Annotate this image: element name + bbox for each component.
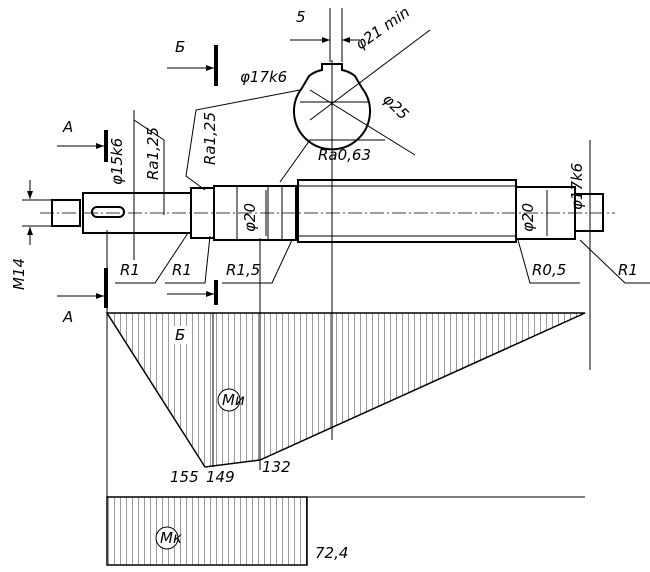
roughness-1: Ra1,25 (144, 127, 162, 180)
cut-b-bottom-label: Б (172, 326, 187, 344)
radius-2: R1 (172, 261, 192, 279)
min-dia-label: φ21 min (352, 3, 413, 53)
radius-1: R1 (120, 261, 140, 279)
torque-diagram: Mк 72,4 (106, 496, 348, 566)
collar-dia-label: φ20 (241, 203, 259, 232)
cut-b-top: Б (175, 38, 185, 56)
cut-b-bottom: Б (175, 326, 185, 344)
cut-a-top: A (62, 118, 73, 136)
shaft: M14 φ15k6 Ra1,25 Ra1,25 φ17k6 Ra0,63 φ20… (10, 68, 650, 370)
moment-155: 155 (170, 468, 199, 486)
moment-132: 132 (262, 458, 291, 476)
right-collar-dia-label: φ20 (519, 203, 537, 232)
bending-moment-diagram: Mи 155 149 132 (105, 230, 586, 500)
roughness-2: Ra1,25 (201, 112, 219, 165)
section-marks: Б A A (57, 38, 218, 326)
cut-b-bottom-backing (172, 326, 187, 344)
bearing-dia-label: φ17k6 (240, 68, 287, 86)
input-dia-label: φ15k6 (108, 138, 126, 185)
torque-value: 72,4 (315, 544, 348, 562)
radius-5: R1 (618, 261, 638, 279)
roughness-3: Ra0,63 (318, 146, 371, 164)
torque-label: Mк (160, 529, 182, 547)
outer-dia-label: φ25 (379, 90, 412, 123)
radius-4: R0,5 (532, 261, 566, 279)
radius-3: R1,5 (226, 261, 260, 279)
cut-a-bottom: A (62, 308, 73, 326)
thread-label: M14 (10, 258, 28, 290)
moment-149: 149 (206, 468, 235, 486)
right-dia-label: φ17k6 (568, 163, 586, 210)
bending-label: Mи (222, 391, 245, 409)
key-width-label: 5 (296, 8, 306, 26)
